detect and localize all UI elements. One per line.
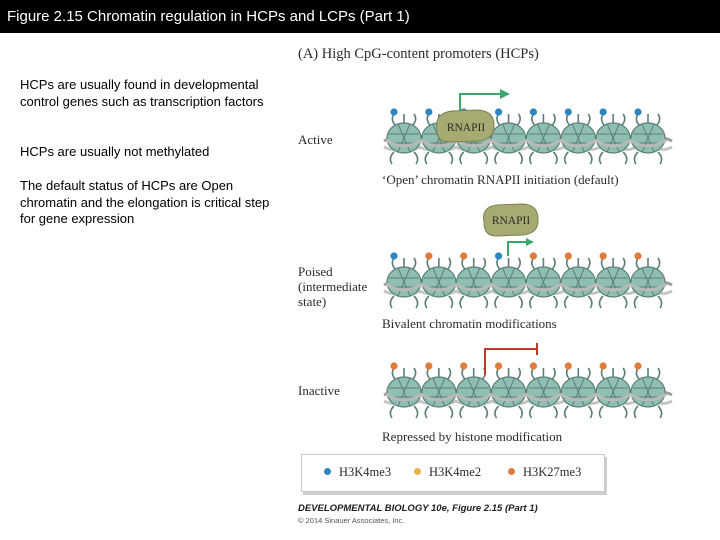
legend-label: H3K4me2 bbox=[429, 465, 482, 479]
rnapii-label-poised: RNAPII bbox=[492, 215, 531, 227]
nucleosome bbox=[489, 108, 528, 165]
legend-item-h3k4me2: H3K4me2 bbox=[414, 465, 481, 480]
histone-mark-dot bbox=[390, 252, 398, 260]
histone-mark-dot bbox=[494, 108, 503, 116]
nucleosome bbox=[559, 252, 598, 309]
state-label-poised: Poised (intermediate state) bbox=[298, 264, 367, 309]
chromatin-row-inactive bbox=[383, 362, 673, 419]
nucleosome bbox=[524, 108, 563, 165]
chromatin-row-poised bbox=[383, 252, 673, 309]
nucleosome bbox=[629, 362, 667, 419]
histone-mark-dot bbox=[599, 252, 607, 260]
nucleosome bbox=[454, 252, 493, 309]
poised-label-line-3: state) bbox=[298, 294, 327, 309]
nucleosome bbox=[385, 362, 423, 419]
nucleosome bbox=[629, 108, 667, 165]
slide-title-bar: Figure 2.15 Chromatin regulation in HCPs… bbox=[0, 0, 720, 33]
legend-label: H3K4me3 bbox=[339, 465, 392, 479]
panel-heading: (A) High CpG-content promoters (HCPs) bbox=[298, 46, 539, 62]
histone-mark-dot bbox=[494, 252, 503, 260]
poised-label-line-1: Poised bbox=[298, 264, 333, 279]
histone-mark-dot bbox=[564, 252, 572, 260]
histone-mark-dot bbox=[564, 108, 572, 116]
histone-mark-dot bbox=[599, 108, 607, 116]
histone-mark-legend: H3K4me3 H3K4me2 H3K27me3 bbox=[301, 454, 605, 492]
histone-mark-dot bbox=[425, 252, 433, 260]
legend-item-h3k4me3: H3K4me3 bbox=[324, 465, 391, 480]
histone-mark-dot bbox=[425, 362, 433, 370]
histone-mark-dot bbox=[634, 362, 642, 370]
histone-mark-dot bbox=[599, 362, 607, 370]
histone-mark-dot bbox=[390, 108, 398, 116]
nucleosome bbox=[524, 362, 563, 419]
state-label-inactive: Inactive bbox=[298, 383, 340, 398]
caption-inactive: Repressed by histone modification bbox=[382, 429, 563, 444]
legend-item-h3k27me3: H3K27me3 bbox=[508, 465, 581, 480]
nucleosome bbox=[420, 252, 458, 309]
nucleosome bbox=[385, 252, 423, 309]
inactive-blocked-arrow bbox=[484, 343, 538, 375]
histone-mark-dot bbox=[460, 252, 468, 260]
nucleosome bbox=[559, 362, 598, 419]
nucleosome bbox=[524, 252, 563, 309]
rnapii-enzyme-active: RNAPII bbox=[436, 109, 495, 143]
legend-dot-h3k27me3-icon bbox=[508, 468, 515, 475]
poised-transcription-arrow bbox=[507, 238, 534, 256]
histone-mark-dot bbox=[634, 108, 642, 116]
nucleosome bbox=[489, 252, 528, 309]
active-transcription-arrow bbox=[459, 89, 510, 114]
histone-mark-dot bbox=[529, 252, 538, 260]
nucleosome bbox=[454, 362, 493, 419]
legend-dot-h3k4me2-icon bbox=[414, 468, 421, 475]
nucleosome bbox=[594, 362, 632, 419]
histone-mark-dot bbox=[425, 108, 433, 116]
nucleosome bbox=[559, 108, 598, 165]
caption-active: ‘Open’ chromatin RNAPII initiation (defa… bbox=[382, 172, 619, 187]
caption-poised: Bivalent chromatin modifications bbox=[382, 316, 557, 331]
bullet-text-1: HCPs are usually found in developmental … bbox=[20, 77, 264, 109]
legend-dot-h3k4me3-icon bbox=[324, 468, 331, 475]
state-label-active: Active bbox=[298, 132, 333, 147]
histone-mark-dot bbox=[564, 362, 572, 370]
rnapii-enzyme-poised: RNAPII bbox=[483, 203, 539, 237]
rnapii-label-active: RNAPII bbox=[447, 122, 486, 134]
histone-mark-dot bbox=[529, 108, 538, 116]
nucleosome bbox=[385, 108, 423, 165]
nucleosome bbox=[629, 252, 667, 309]
legend-label: H3K27me3 bbox=[523, 465, 582, 479]
nucleosome bbox=[420, 362, 458, 419]
nucleosome bbox=[594, 108, 632, 165]
figure-credit: DEVELOPMENTAL BIOLOGY 10e, Figure 2.15 (… bbox=[298, 503, 538, 514]
copyright-notice: © 2014 Sinauer Associates, Inc. bbox=[298, 516, 405, 525]
slide-title: Figure 2.15 Chromatin regulation in HCPs… bbox=[7, 8, 410, 25]
histone-mark-dot bbox=[529, 362, 538, 370]
bullet-text-3: The default status of HCPs are Open chro… bbox=[20, 178, 270, 226]
chromatin-row-active bbox=[383, 108, 673, 165]
nucleosome bbox=[594, 252, 632, 309]
nucleosome bbox=[489, 362, 528, 419]
histone-mark-dot bbox=[390, 362, 398, 370]
bullet-text-2: HCPs are usually not methylated bbox=[20, 144, 210, 159]
histone-mark-dot bbox=[634, 252, 642, 260]
histone-mark-dot bbox=[460, 362, 468, 370]
histone-mark-dot bbox=[494, 362, 503, 370]
poised-label-line-2: (intermediate bbox=[298, 279, 368, 294]
